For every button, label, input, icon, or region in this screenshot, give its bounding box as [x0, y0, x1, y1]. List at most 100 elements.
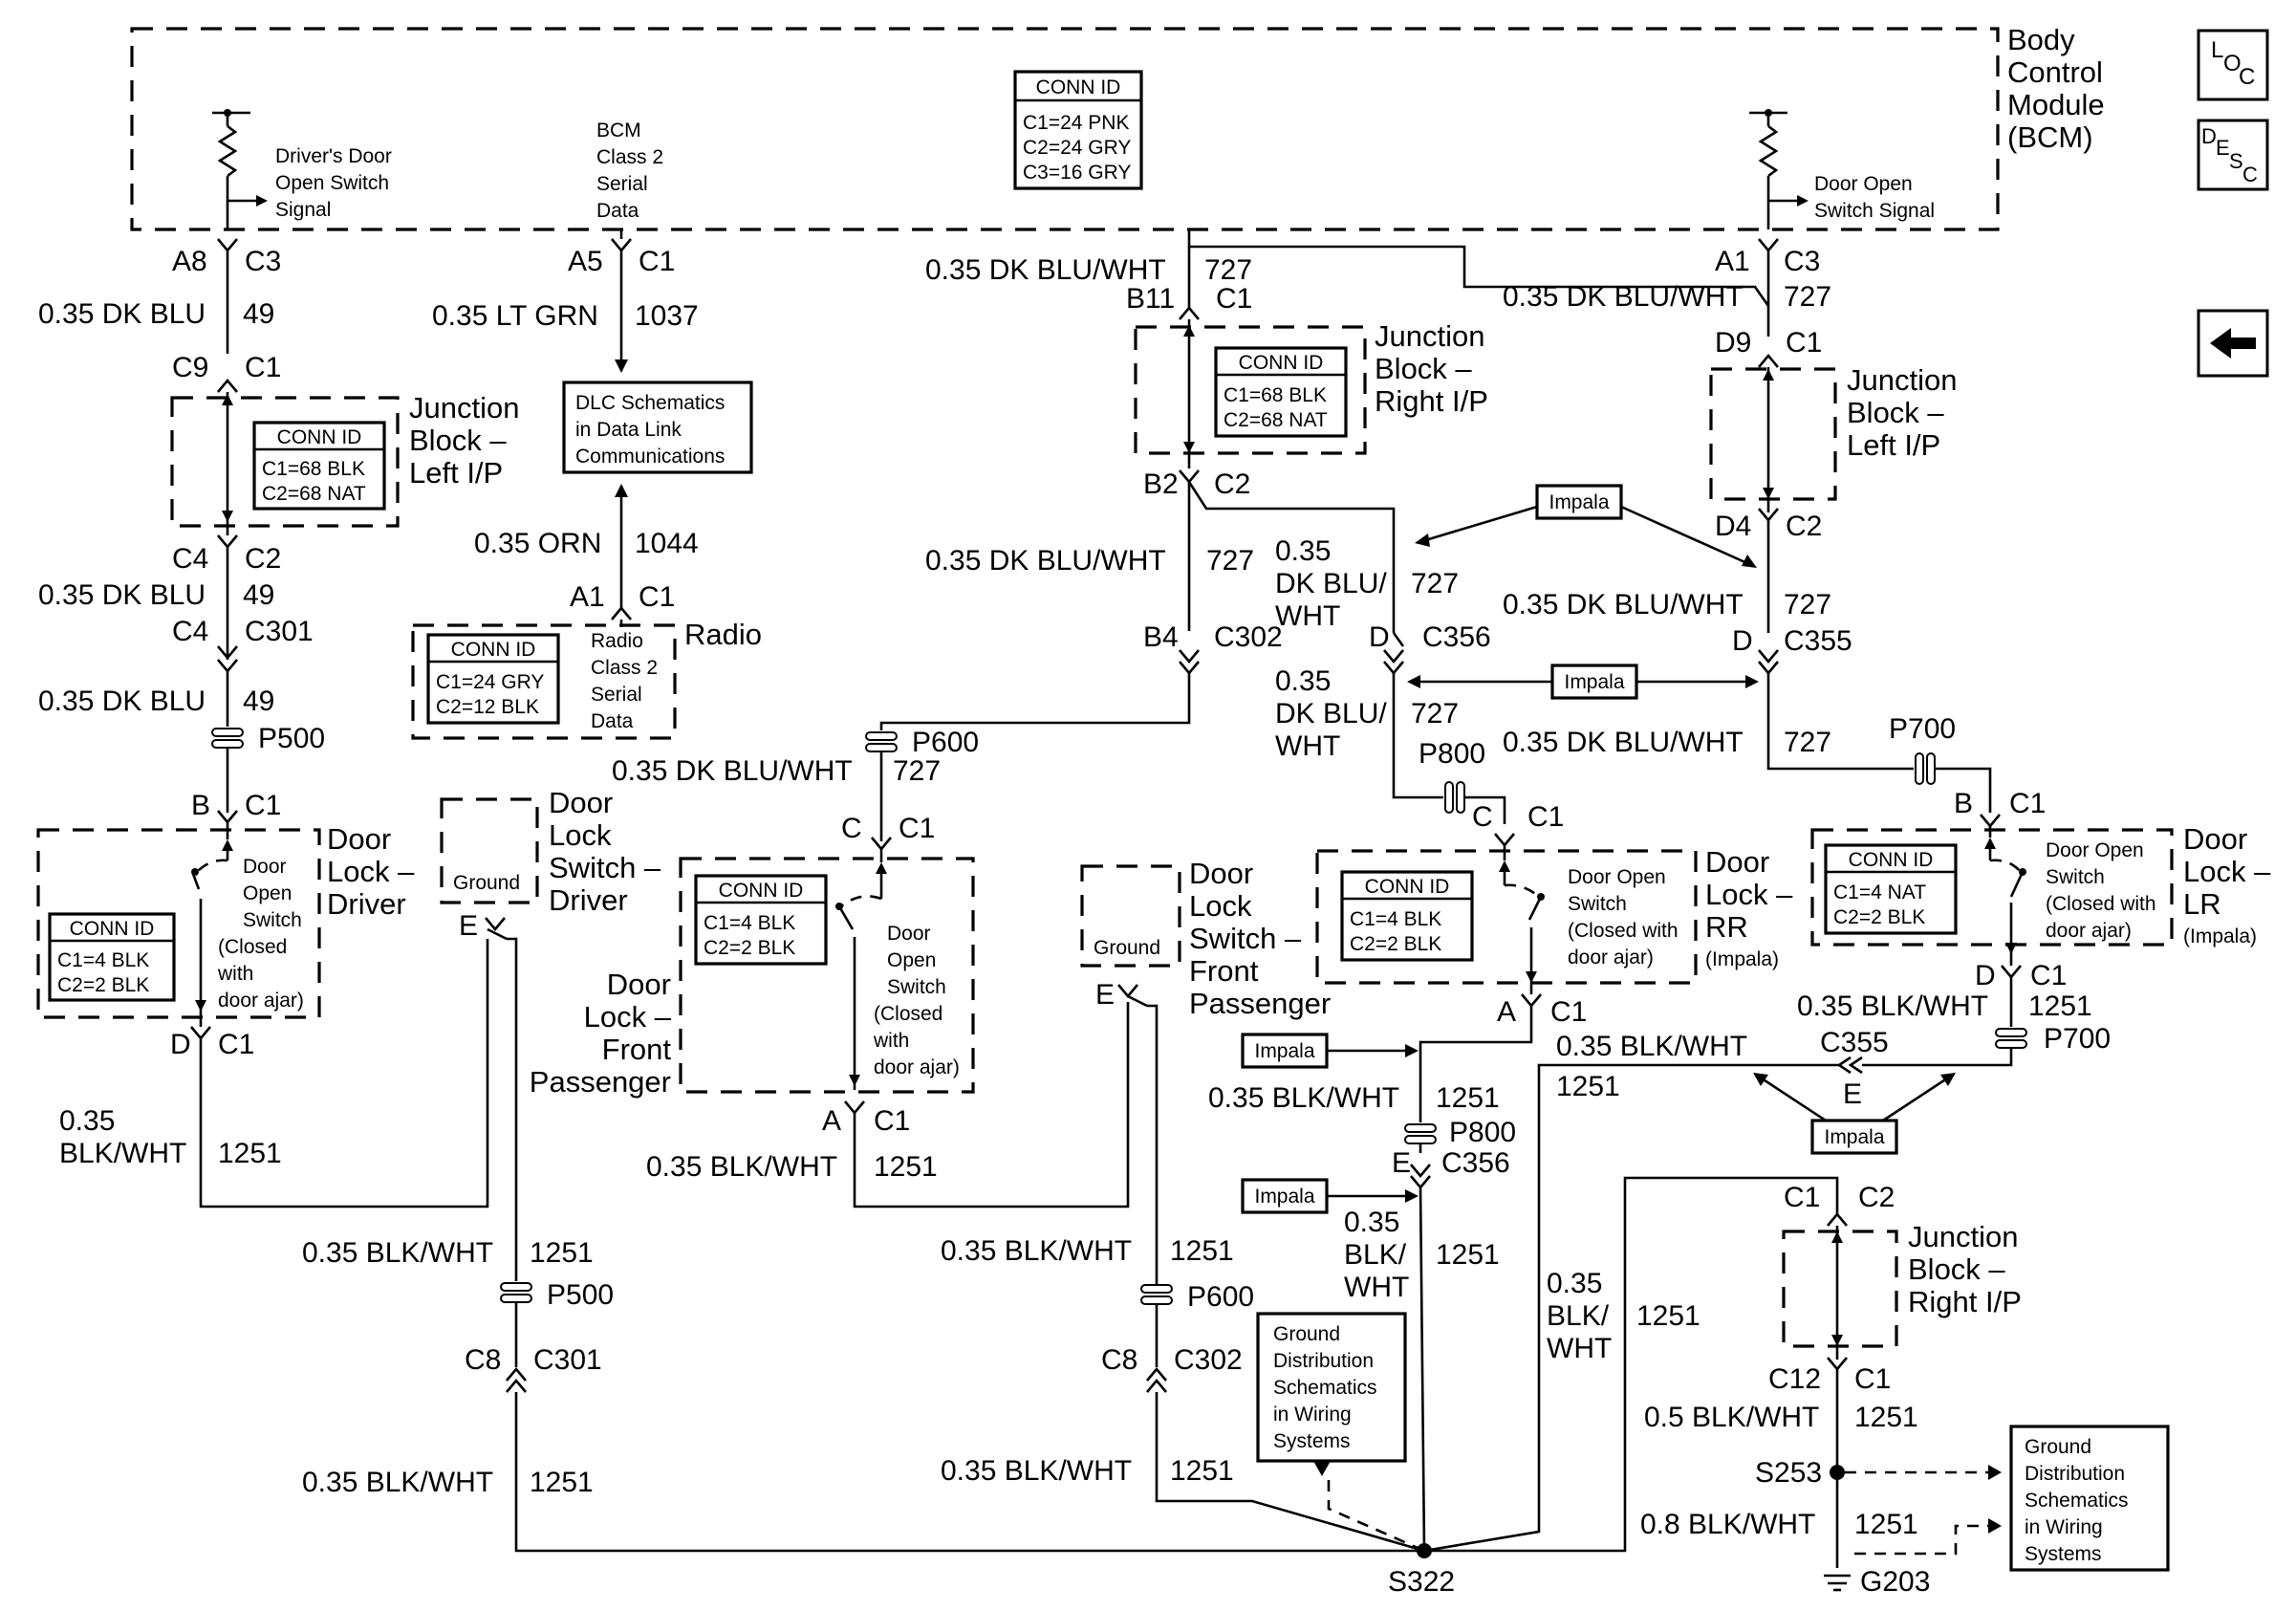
svg-text:Door Open: Door Open: [1814, 173, 1913, 195]
circuit-727-top: 727: [1204, 254, 1252, 286]
label-p800-top: P800: [1419, 738, 1485, 770]
conn-c302-bottom: C302: [1174, 1344, 1243, 1376]
wire-color-727-front: 0.35 DK BLU/WHT: [612, 755, 853, 787]
svg-text:Passenger: Passenger: [1189, 987, 1331, 1020]
svg-text:door ajar): door ajar): [874, 1056, 960, 1078]
pin-b11: B11: [1126, 283, 1175, 315]
svg-text:Radio: Radio: [591, 630, 643, 652]
wire-color-727-lr-a: 0.35 DK BLU/WHT: [1503, 281, 1744, 313]
pin-a1-radio: A1: [570, 581, 605, 613]
svg-text:C2=68 NAT: C2=68 NAT: [262, 483, 366, 505]
svg-text:CONN ID: CONN ID: [70, 918, 155, 940]
desc-button[interactable]: D E S C: [2197, 119, 2269, 191]
pin-b-driver: B: [191, 790, 210, 821]
svg-text:Door: Door: [243, 856, 287, 878]
conn-c1-lr-top: C1: [2009, 788, 2046, 819]
pullup-resistor-right: [1749, 109, 1809, 229]
door-open-switch-lr-label: Door Open Switch (Closed with door ajar): [2046, 839, 2156, 942]
door-lock-switch-front-title: Door Lock Switch – Front Passenger: [1189, 857, 1331, 1020]
circuit-1251-front: 1251: [874, 1151, 938, 1183]
impala-tag-rr-1: Impala: [1241, 1033, 1419, 1069]
conn-c1-driver-bottom: C1: [218, 1029, 254, 1060]
door-open-switch-rr-label: Door Open Switch (Closed with door ajar): [1568, 866, 1679, 969]
door-open-signal-label: Door Open Switch Signal: [1814, 173, 1935, 222]
circuit-49-1: 49: [243, 298, 274, 330]
pin-b4: B4: [1143, 621, 1179, 653]
dlc-schematics-ref[interactable]: DLC Schematics in Data Link Communicatio…: [562, 381, 753, 474]
svg-text:Lock –: Lock –: [2183, 855, 2271, 888]
svg-text:C2=2 BLK: C2=2 BLK: [1350, 933, 1441, 955]
wire-color-05blkwht: 0.5 BLK/WHT: [1644, 1402, 1819, 1433]
svg-text:C1=4 BLK: C1=4 BLK: [1350, 908, 1441, 930]
pin-c8-left: C8: [465, 1344, 501, 1376]
svg-text:Data: Data: [591, 710, 634, 732]
ground-distribution-ref-right[interactable]: Ground Distribution Schematics in Wiring…: [2009, 1425, 2170, 1572]
svg-text:Switch: Switch: [1568, 893, 1627, 915]
door-lock-lr-title: Door Lock – LR (Impala): [2183, 822, 2271, 947]
svg-text:Door: Door: [887, 923, 931, 945]
svg-text:(Closed with: (Closed with: [1568, 920, 1679, 942]
wire-label-rr-1251-bottom: 0.35 BLK/ WHT: [1344, 1207, 1409, 1303]
wire-label-rr-727-a: 0.35 DK BLU/ WHT: [1275, 535, 1387, 632]
svg-text:Lock: Lock: [1189, 889, 1252, 923]
conn-c2-jbl: C2: [245, 543, 281, 575]
pin-d-lr: D: [1975, 960, 1996, 991]
svg-text:with: with: [217, 963, 253, 985]
svg-text:Switch: Switch: [243, 909, 302, 931]
svg-text:Communications: Communications: [575, 446, 725, 468]
pin-c-front: C: [841, 813, 862, 844]
svg-text:Driver's Door: Driver's Door: [275, 145, 392, 167]
back-arrow-button[interactable]: [2197, 309, 2269, 378]
svg-text:E: E: [2216, 136, 2230, 160]
label-p500-bottom: P500: [547, 1279, 614, 1311]
impala-tag-rr-2: Impala: [1241, 1178, 1419, 1214]
svg-text:Distribution: Distribution: [2025, 1463, 2125, 1485]
conn-c356-bottom: C356: [1441, 1147, 1510, 1179]
svg-text:Right I/P: Right I/P: [1908, 1285, 2022, 1318]
svg-text:Block –: Block –: [1908, 1252, 2005, 1286]
svg-text:WHT: WHT: [1275, 600, 1340, 632]
impala-tag-c355: Impala: [1753, 1073, 1956, 1155]
wire-color-ltgrn: 0.35 LT GRN: [432, 300, 598, 332]
impala-tag-mid: Impala: [1407, 664, 1759, 700]
svg-text:Switch –: Switch –: [1189, 922, 1302, 955]
drivers-door-signal-label: Driver's Door Open Switch Signal: [275, 145, 392, 221]
svg-text:Driver: Driver: [327, 887, 406, 921]
svg-text:Switch: Switch: [2046, 866, 2105, 888]
svg-text:Schematics: Schematics: [1273, 1377, 1377, 1399]
svg-text:0.35: 0.35: [1275, 535, 1331, 567]
door-lock-switch-driver-box: [440, 797, 539, 904]
junction-block-right-ip-box-top: [1134, 325, 1367, 455]
svg-text:CONN ID: CONN ID: [1036, 76, 1121, 98]
svg-text:LR: LR: [2183, 887, 2221, 921]
svg-text:Door: Door: [1705, 845, 1769, 879]
loc-button[interactable]: L O C: [2197, 29, 2269, 101]
svg-text:Impala: Impala: [1824, 1126, 1884, 1148]
junction-block-left-title: Junction Block – Left I/P: [409, 391, 519, 490]
svg-text:in Wiring: in Wiring: [1273, 1404, 1352, 1426]
circuit-1251-driver: 1251: [218, 1138, 282, 1169]
conn-c301-top: C301: [245, 616, 314, 647]
svg-text:Class 2: Class 2: [596, 146, 663, 168]
conn-c1-jbl2: C1: [1786, 327, 1822, 359]
label-p700-bottom: P700: [2044, 1023, 2111, 1055]
junction-block-left-box: [170, 396, 400, 528]
pin-e-front-switch: E: [1095, 979, 1115, 1011]
svg-text:DK BLU/: DK BLU/: [1275, 698, 1387, 729]
svg-text:Left I/P: Left I/P: [409, 456, 503, 490]
conn-c1-driver-top: C1: [245, 790, 281, 821]
svg-text:Front: Front: [602, 1033, 672, 1066]
circuit-1251-c355: 1251: [1556, 1071, 1620, 1102]
label-p600-top: P600: [912, 727, 979, 758]
svg-text:Lock: Lock: [549, 818, 612, 852]
svg-text:in Data Link: in Data Link: [575, 419, 682, 441]
svg-text:CONN ID: CONN ID: [1239, 352, 1324, 374]
back-arrow-icon: [2210, 328, 2256, 359]
svg-text:(BCM): (BCM): [2007, 120, 2093, 154]
pass-through-p500-bottom: [500, 1282, 532, 1303]
conn-c2-jbr: C2: [1214, 468, 1250, 500]
wire-color-727-top: 0.35 DK BLU/WHT: [925, 254, 1166, 286]
circuit-727-mid: 727: [1206, 545, 1254, 577]
ground-distribution-ref-mid[interactable]: Ground Distribution Schematics in Wiring…: [1256, 1312, 1407, 1463]
svg-text:C2=68 NAT: C2=68 NAT: [1224, 409, 1328, 431]
